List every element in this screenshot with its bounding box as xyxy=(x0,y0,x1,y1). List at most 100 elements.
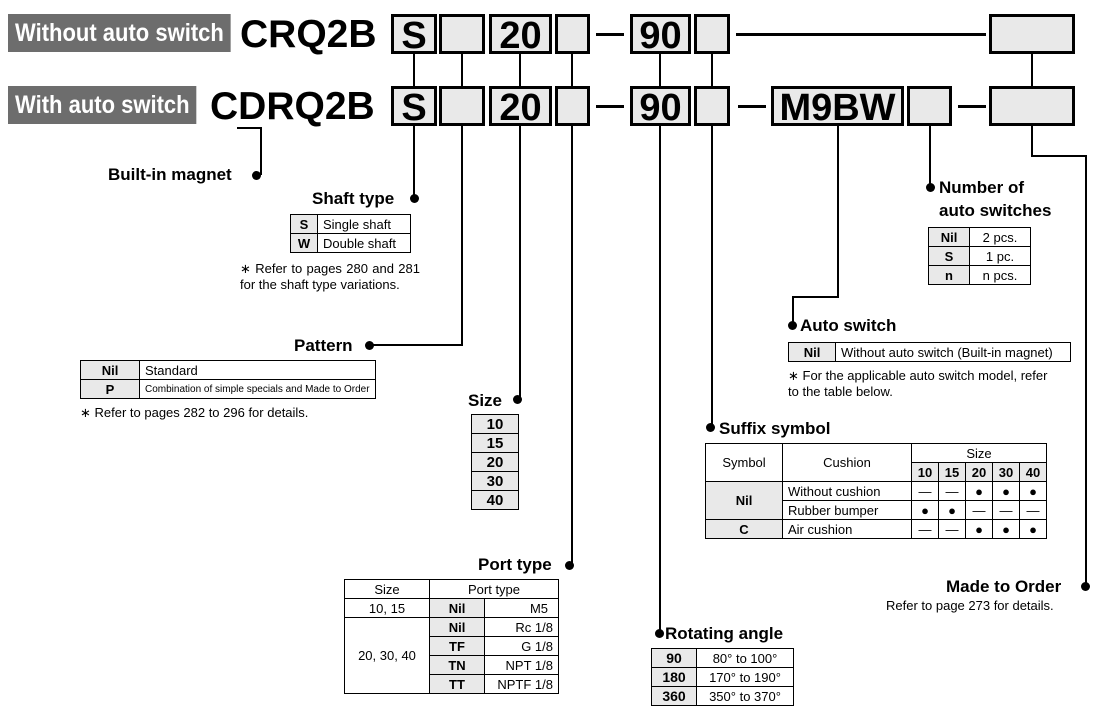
pattern-title: Pattern xyxy=(294,336,353,355)
suffix-mark: ● xyxy=(965,481,993,501)
port-value: G 1/8 xyxy=(484,636,559,656)
suffix-table: Symbol Cushion Size 10 15 20 30 40 Nil W… xyxy=(705,443,1047,539)
size-value: 20 xyxy=(471,452,519,472)
port-size: 10, 15 xyxy=(344,598,430,618)
auto-switch-note: ∗ For the applicable auto switch model, … xyxy=(788,368,1048,399)
size-value: 15 xyxy=(471,433,519,453)
leader xyxy=(571,126,573,565)
long-dash xyxy=(736,33,986,36)
pattern-note: ∗ Refer to pages 282 to 296 for details. xyxy=(80,405,309,420)
port-type-box xyxy=(555,14,590,54)
angle-range: 350° to 370° xyxy=(696,686,794,706)
port-code: Nil xyxy=(429,617,485,637)
suffix-cushion: Rubber bumper xyxy=(782,500,912,520)
suffix-symbol: C xyxy=(705,519,783,539)
shaft-code: S xyxy=(290,214,318,234)
without-auto-switch-label: Without auto switch xyxy=(8,14,231,52)
bullet-dot xyxy=(706,423,715,432)
leader xyxy=(1031,155,1087,157)
port-type-title: Port type xyxy=(478,555,552,574)
leader xyxy=(371,344,463,346)
suffix-size: 20 xyxy=(965,462,993,482)
shaft-code-box: S xyxy=(391,14,437,55)
model-with-switch: CDRQ2B xyxy=(210,85,375,128)
size-value: 40 xyxy=(471,490,519,510)
suffix-mark: ● xyxy=(1019,519,1047,539)
bullet-dot xyxy=(655,629,664,638)
made-to-order-box xyxy=(989,14,1075,54)
suffix-col-size: Size xyxy=(911,443,1047,463)
pattern-desc: Combination of simple specials and Made … xyxy=(139,379,376,399)
port-code: TN xyxy=(429,655,485,675)
leader xyxy=(1031,126,1033,156)
switch-count-code: n xyxy=(928,265,970,285)
switch-count-desc: 1 pc. xyxy=(969,246,1031,266)
leader xyxy=(929,126,931,187)
size-value: 10 xyxy=(471,414,519,434)
bullet-dot xyxy=(1081,582,1090,591)
size-code-box: 20 xyxy=(489,14,552,55)
shaft-type-note: ∗ Refer to pages 280 and 281 for the sha… xyxy=(240,261,420,292)
angle-code-box: 90 xyxy=(630,14,691,55)
bullet-dot xyxy=(565,561,574,570)
dash xyxy=(738,105,766,108)
port-value: NPTF 1/8 xyxy=(484,674,559,694)
suffix-size: 10 xyxy=(911,462,939,482)
bullet-dot xyxy=(513,395,522,404)
suffix-mark: — xyxy=(938,519,966,539)
bullet-dot xyxy=(365,341,374,350)
port-value: Rc 1/8 xyxy=(484,617,559,637)
switch-count-desc: 2 pcs. xyxy=(969,227,1031,247)
pattern-desc: Standard xyxy=(139,360,376,380)
leader xyxy=(413,126,415,198)
made-to-order-box xyxy=(989,86,1075,126)
angle-code: 90 xyxy=(651,648,697,668)
pattern-box xyxy=(439,86,485,126)
with-auto-switch-label: With auto switch xyxy=(8,86,197,124)
connector xyxy=(571,54,573,86)
connector xyxy=(461,54,463,86)
made-to-order-note: Refer to page 273 for details. xyxy=(886,598,1054,613)
port-code: Nil xyxy=(429,598,485,618)
angle-range: 80° to 100° xyxy=(696,648,794,668)
suffix-symbol-title: Suffix symbol xyxy=(719,419,831,438)
leader xyxy=(711,126,713,426)
port-code: TT xyxy=(429,674,485,694)
suffix-mark: ● xyxy=(938,500,966,520)
suffix-size: 40 xyxy=(1019,462,1047,482)
switch-count-code: S xyxy=(928,246,970,266)
suffix-mark: ● xyxy=(965,519,993,539)
switch-code-box: M9BW xyxy=(771,86,904,127)
port-value: M5 xyxy=(484,598,559,618)
leader xyxy=(792,296,839,298)
suffix-size: 30 xyxy=(992,462,1020,482)
connector xyxy=(519,54,521,86)
suffix-mark: ● xyxy=(992,481,1020,501)
suffix-mark: ● xyxy=(911,500,939,520)
suffix-col-cushion: Cushion xyxy=(782,443,912,482)
shaft-desc: Single shaft xyxy=(317,214,411,234)
angle-code: 180 xyxy=(651,667,697,687)
dash xyxy=(958,105,986,108)
made-to-order-title: Made to Order xyxy=(946,577,1062,596)
connector xyxy=(413,54,415,86)
bullet-dot xyxy=(926,183,935,192)
dash xyxy=(596,105,624,108)
port-col-type: Port type xyxy=(429,579,559,599)
leader xyxy=(461,126,463,345)
leader xyxy=(260,129,262,175)
built-in-magnet-label: Built-in magnet xyxy=(108,165,232,184)
suffix-box xyxy=(694,14,730,54)
suffix-symbol: Nil xyxy=(705,481,783,520)
shaft-desc: Double shaft xyxy=(317,233,411,253)
leader xyxy=(519,126,521,399)
angle-code: 360 xyxy=(651,686,697,706)
connector xyxy=(1031,54,1033,86)
leader xyxy=(837,126,839,296)
suffix-mark: — xyxy=(992,500,1020,520)
angle-range: 170° to 190° xyxy=(696,667,794,687)
